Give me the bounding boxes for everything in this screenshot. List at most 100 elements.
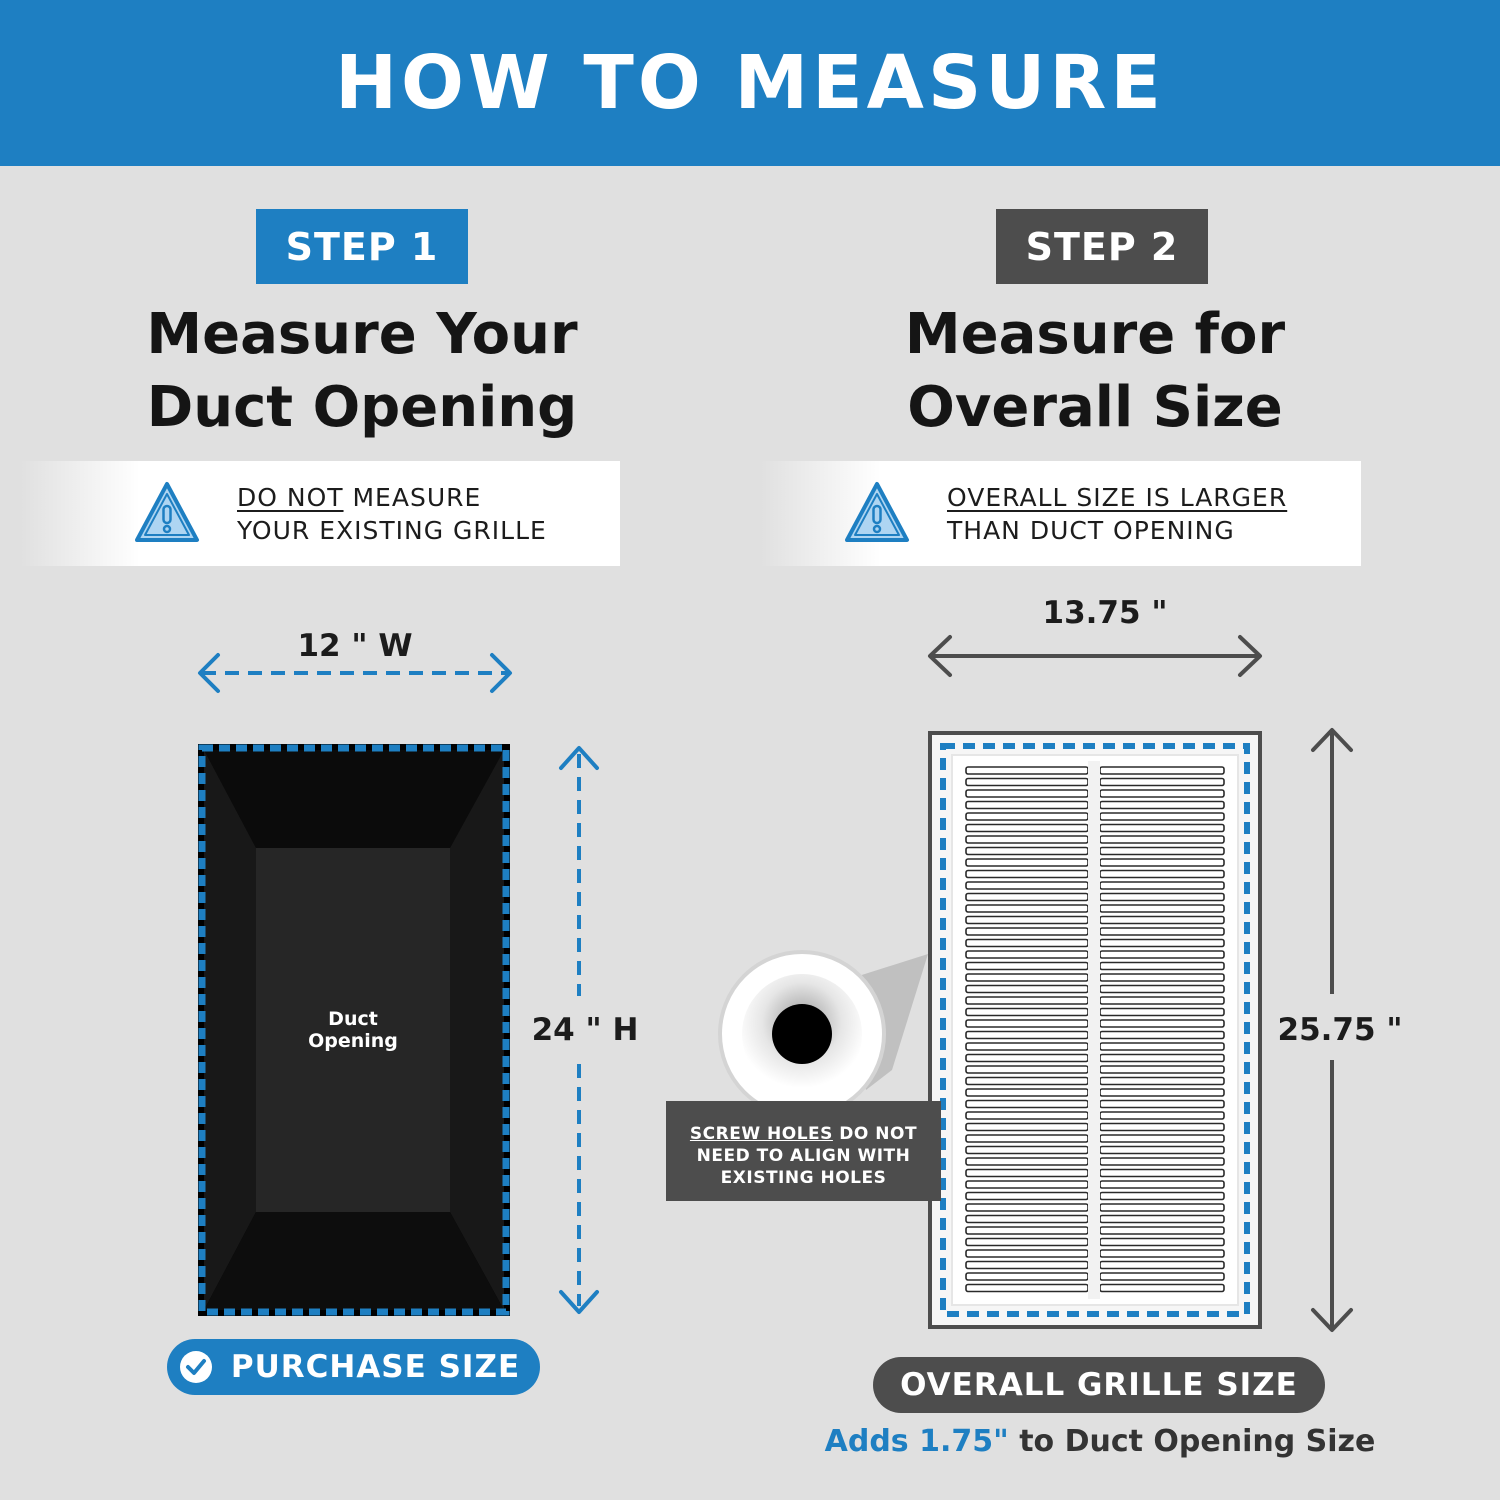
- grille-louver: [1099, 961, 1225, 971]
- grille-louver: [965, 1272, 1089, 1281]
- grille-louver: [965, 858, 1089, 867]
- grille-louver: [1099, 846, 1225, 856]
- grille-louver: [965, 1214, 1089, 1224]
- grille-louver: [1099, 1191, 1225, 1201]
- grille-louver: [1099, 1030, 1225, 1040]
- duct-label-line1: Duct: [328, 1008, 378, 1030]
- grille-louver: [1099, 1007, 1225, 1017]
- step1-height-arrow-icon: [556, 740, 602, 1320]
- grille-louver: [965, 1249, 1089, 1258]
- step2-badge: STEP 2: [996, 209, 1208, 284]
- grille-louver: [1099, 1053, 1225, 1063]
- grille-louver: [965, 835, 1089, 844]
- header-banner: HOW TO MEASURE: [0, 0, 1500, 166]
- grille-louver: [965, 1180, 1089, 1189]
- step2-warning-line2: THAN DUCT OPENING: [947, 516, 1235, 545]
- grille-louver: [1099, 1134, 1225, 1143]
- grille-louver: [965, 812, 1089, 821]
- grille-louver: [1099, 1088, 1225, 1097]
- grille-louver: [1099, 1099, 1225, 1109]
- grille-louver: [1099, 1122, 1225, 1132]
- grille-louver: [1099, 1180, 1225, 1189]
- grille-louver: [965, 938, 1089, 948]
- step1-title: Measure Your Duct Opening: [62, 298, 662, 444]
- step2-title-line1: Measure for: [904, 302, 1286, 367]
- grille-louver: [965, 789, 1089, 798]
- grille-louver: [965, 800, 1089, 810]
- grille-louver: [965, 1099, 1089, 1109]
- grille-louver: [1099, 1168, 1225, 1178]
- callout-emphasis: SCREW HOLES: [689, 1124, 833, 1144]
- grille-louver: [965, 961, 1089, 971]
- check-circle-icon: [178, 1349, 214, 1385]
- callout-line3: EXISTING HOLES: [720, 1168, 887, 1188]
- grille-louver: [965, 823, 1089, 833]
- grille-louver: [965, 1111, 1089, 1120]
- overall-grille-size-label: OVERALL GRILLE SIZE: [900, 1367, 1298, 1403]
- grille-louver: [1099, 1249, 1225, 1258]
- grille-louver: [1099, 1065, 1225, 1074]
- step1-width-arrow-icon: [190, 650, 520, 696]
- grille-louver: [965, 1168, 1089, 1178]
- step2-width-label: 13.75 ": [1042, 595, 1168, 631]
- grille-louver: [1099, 1237, 1225, 1247]
- grille-louver: [1099, 1042, 1225, 1051]
- duct-opening-illustration: [198, 744, 510, 1316]
- step1-warning-emphasis: DO NOT: [237, 483, 344, 512]
- grille-louver: [965, 881, 1089, 890]
- grille-louver: [965, 1134, 1089, 1143]
- screw-hole-magnifier: [716, 950, 936, 1120]
- duct-label-line2: Opening: [308, 1030, 398, 1052]
- purchase-size-badge: PURCHASE SIZE: [167, 1339, 540, 1395]
- grille-louver: [1099, 1203, 1225, 1212]
- grille-louver: [1099, 915, 1225, 925]
- page-title: HOW TO MEASURE: [335, 40, 1165, 126]
- grille-louver: [1099, 869, 1225, 879]
- grille-louver: [965, 1283, 1089, 1293]
- warning-triangle-icon: [132, 478, 202, 548]
- grille-louver: [1099, 950, 1225, 959]
- step1-title-line2: Duct Opening: [146, 375, 578, 440]
- grille-louver: [965, 1088, 1089, 1097]
- grille-louver: [1099, 1145, 1225, 1155]
- grille-louver: [965, 996, 1089, 1005]
- grille-louver: [1099, 938, 1225, 948]
- step1-badge: STEP 1: [256, 209, 468, 284]
- purchase-size-label: PURCHASE SIZE: [230, 1349, 521, 1385]
- grille-louver: [1099, 1260, 1225, 1270]
- step2-height-label: 25.75 ": [1277, 1012, 1403, 1048]
- grille-louver: [965, 904, 1089, 913]
- step2-width-arrow-icon: [922, 632, 1268, 680]
- grille-louver: [965, 869, 1089, 879]
- grille-louver: [1099, 984, 1225, 994]
- step2-warning-line1: OVERALL SIZE IS LARGER: [947, 483, 1288, 512]
- grille-louver: [1099, 1076, 1225, 1086]
- grille-louver: [1099, 812, 1225, 821]
- grille-louver: [1099, 1157, 1225, 1166]
- grille-louver: [965, 915, 1089, 925]
- grille-louver: [965, 1053, 1089, 1063]
- grille-louver: [965, 984, 1089, 994]
- grille-louver: [965, 1019, 1089, 1028]
- grille-louver: [1099, 1019, 1225, 1028]
- step1-warning-box: [20, 461, 620, 566]
- grille-louver: [1099, 1272, 1225, 1281]
- grille-louver: [965, 927, 1089, 936]
- warning-triangle-icon: [842, 478, 912, 548]
- grille-louver: [965, 1122, 1089, 1132]
- step1-title-line1: Measure Your: [146, 302, 578, 367]
- grille-louver: [1099, 973, 1225, 982]
- grille-louver: [1099, 858, 1225, 867]
- grille-louver: [965, 1030, 1089, 1040]
- grille-louver: [1099, 823, 1225, 833]
- step1-width-label: 12 " W: [297, 628, 413, 664]
- grille-louver: [965, 950, 1089, 959]
- grille-louver: [1099, 835, 1225, 844]
- callout-rest: DO NOT: [832, 1124, 918, 1144]
- step1-height-label: 24 " H: [531, 1012, 639, 1048]
- grille-louver: [1099, 777, 1225, 787]
- grille-louver: [965, 1007, 1089, 1017]
- grille-louver: [965, 892, 1089, 902]
- grille-louver: [1099, 892, 1225, 902]
- grille-louver: [965, 973, 1089, 982]
